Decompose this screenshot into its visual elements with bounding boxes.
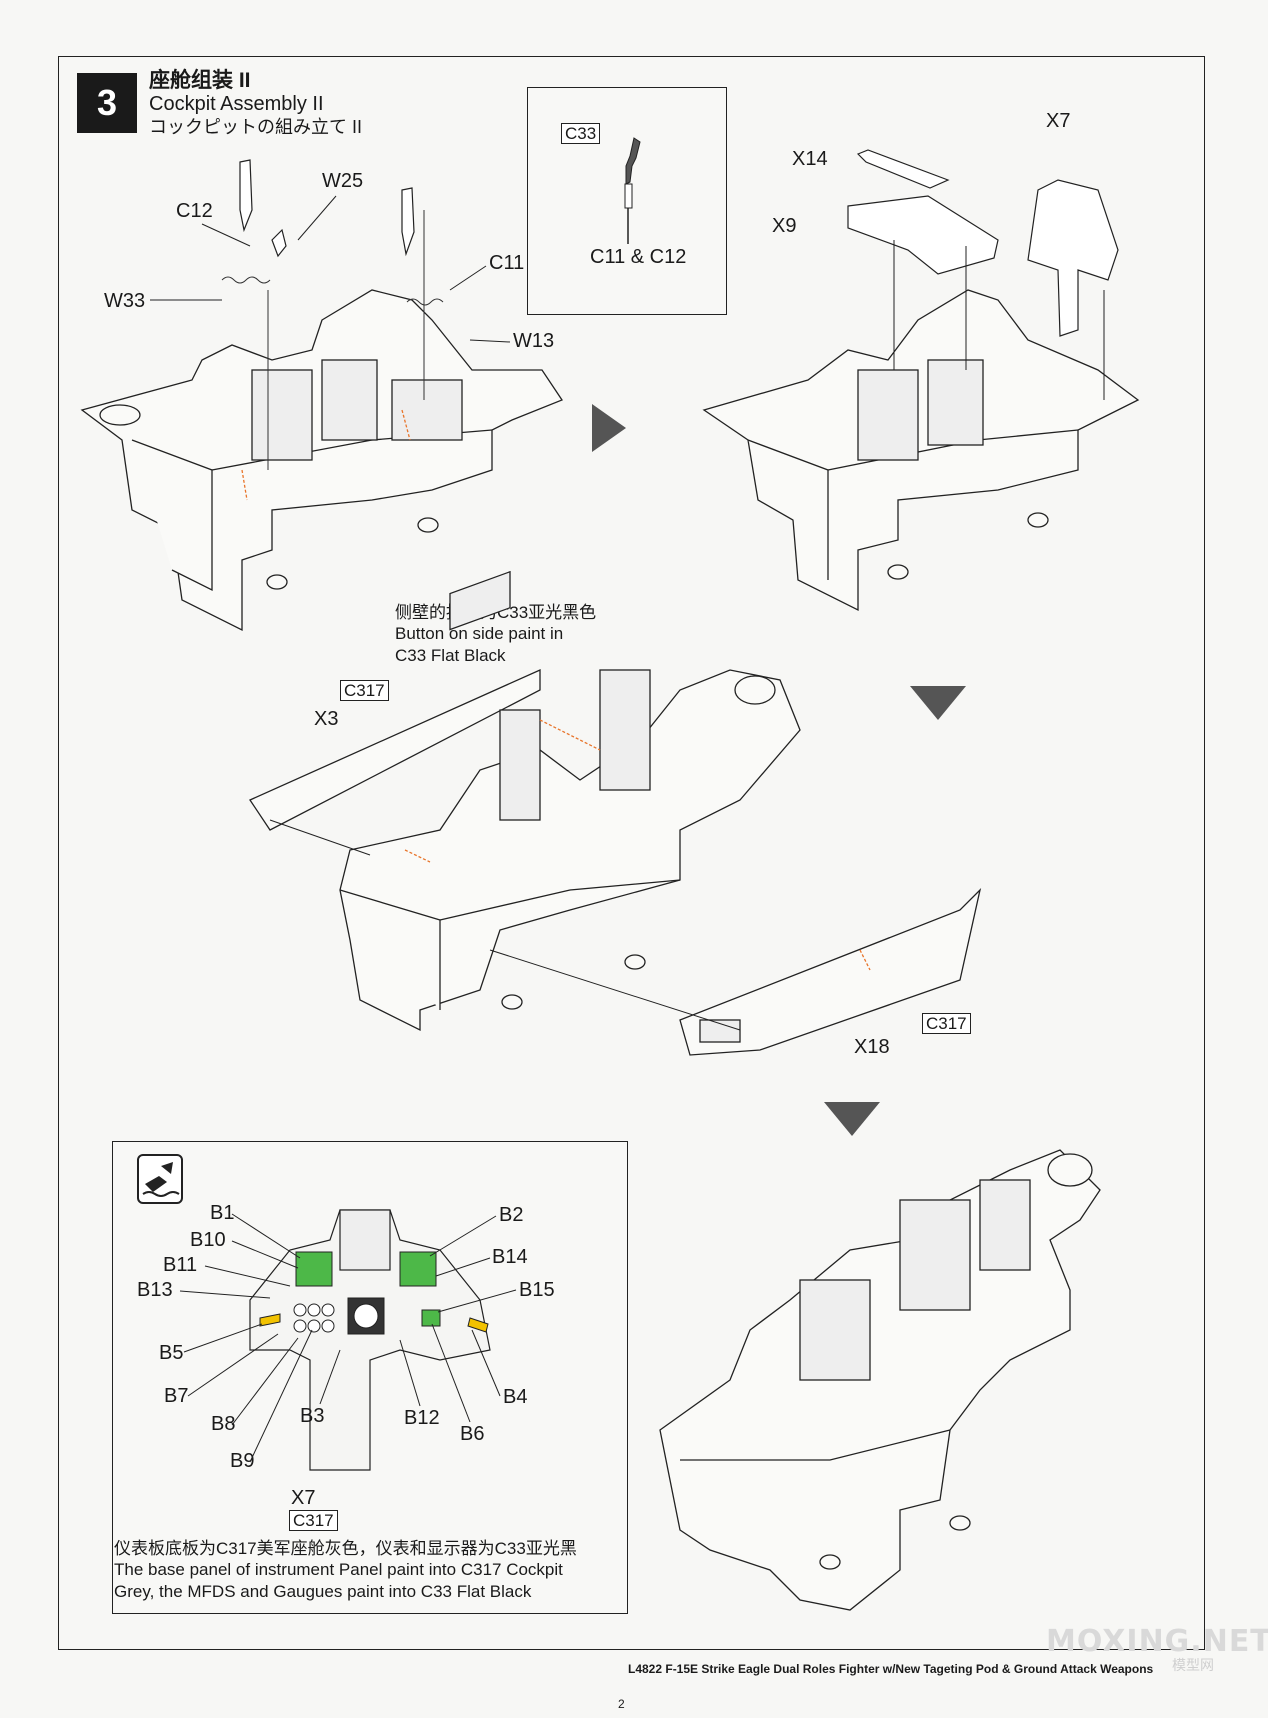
inset-parts-label: C11 & C12 [590,246,687,268]
inset-detail-box: C33 C11 & C12 [527,87,727,315]
cockpit-tub-after [702,149,1140,612]
inset-paint-code: C33 [561,123,601,144]
part-label-w13: W13 [513,330,555,352]
paint-brush-icon [137,1154,183,1204]
part-label-b5: B5 [159,1342,184,1364]
cockpit-tub-before [80,159,563,632]
x3-paint-code: C317 [340,680,389,701]
part-label-x7-top: X7 [1046,110,1071,132]
part-label-b9: B9 [230,1450,255,1472]
cockpit-completed [659,1149,1101,1611]
instrument-panel-note-en-1: The base panel of instrument Panel paint… [114,1560,563,1580]
part-label-b13: B13 [137,1279,173,1301]
lever-drawing [624,137,641,244]
part-label-b3: B3 [300,1405,325,1427]
x18-paint-code: C317 [922,1013,971,1034]
arrow-right-icon [592,404,626,452]
title-en: Cockpit Assembly II [149,93,324,116]
x7-paint-code: C317 [289,1510,338,1531]
arrow-down-icon [824,1102,880,1136]
part-label-b14: B14 [492,1246,528,1268]
side-button-note-en-1: Button on side paint in [395,624,564,644]
part-label-b1: B1 [210,1202,235,1224]
part-label-x18: X18 [854,1036,890,1058]
part-label-b2: B2 [499,1204,524,1226]
part-label-x3: X3 [314,708,339,730]
part-label-w33: W33 [104,290,146,312]
side-button-note-en-2: C33 Flat Black [395,645,506,665]
instrument-panel-note: 仪表板底板为C317美军座舱灰色，仪表和显示器为C33亚光黑 The base … [114,1538,577,1602]
watermark: MOXING.NET [1046,1624,1268,1659]
instrument-panel-note-en-2: Grey, the MFDS and Gaugues paint into C3… [114,1581,532,1601]
footer-product-title: L4822 F-15E Strike Eagle Dual Roles Figh… [628,1662,1154,1676]
part-label-b10: B10 [190,1229,226,1251]
part-label-b6: B6 [460,1423,485,1445]
part-label-w25: W25 [322,170,364,192]
part-label-x7-panel: X7 [291,1487,316,1509]
page-number: 2 [618,1697,625,1711]
instrument-panel-note-zh: 仪表板底板为C317美军座舱灰色，仪表和显示器为C33亚光黑 [114,1539,577,1558]
part-label-b7: B7 [164,1385,189,1407]
title-ja: コックピットの組み立て II [149,116,363,137]
part-label-x14: X14 [792,148,828,170]
cockpit-side-wall-assembly [249,570,982,1056]
step-title: 座舱组装 II Cockpit Assembly II コックピットの組み立て … [149,69,362,137]
part-label-b15: B15 [519,1279,555,1301]
part-label-b8: B8 [211,1413,236,1435]
page-frame [58,56,1205,1650]
arrow-down-icon [910,686,966,720]
part-label-x9: X9 [772,215,797,237]
part-label-b4: B4 [503,1386,528,1408]
title-zh: 座舱组装 II [149,69,251,92]
watermark-sub: 模型网 [1172,1657,1214,1673]
step-number-badge: 3 [77,73,137,133]
instrument-panel-drawing [249,1209,491,1471]
part-label-b12: B12 [404,1407,440,1429]
part-label-c11: C11 [489,252,525,274]
part-label-c12: C12 [176,200,213,222]
part-label-b11: B11 [163,1254,198,1276]
